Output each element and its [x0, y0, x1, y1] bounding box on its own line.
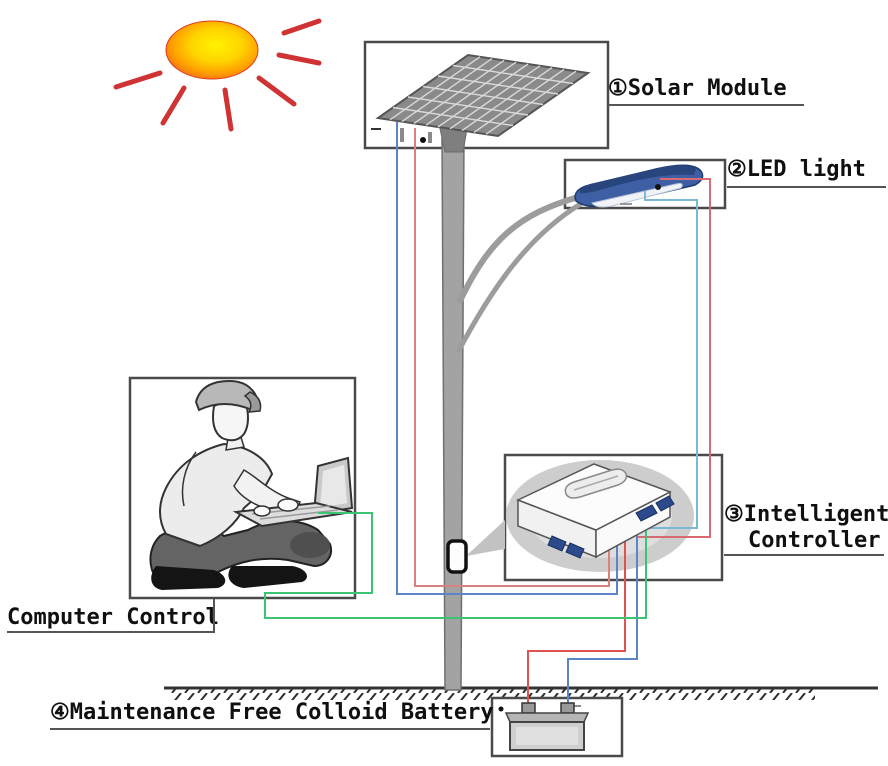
ground-line [164, 686, 878, 700]
shoe [151, 566, 226, 590]
controller-port [547, 535, 567, 552]
wire-computer-green [264, 512, 647, 619]
pole-access-door [446, 539, 468, 574]
computer-label-connector [213, 599, 215, 633]
intelligent-controller-label: ③Intelligent Controller [724, 502, 888, 556]
wire-solar-blue [396, 122, 618, 595]
controller-device [516, 463, 675, 559]
hand [253, 505, 271, 517]
wire-battery-red [527, 539, 626, 706]
cap [194, 380, 259, 412]
battery-terminal [560, 702, 575, 714]
shoe [228, 566, 307, 588]
lamp-terminal-dot [655, 184, 661, 190]
led-lamp [574, 164, 704, 208]
computer-control-label: Computer Control [7, 606, 219, 633]
led-light-label: ②LED light [727, 156, 886, 188]
battery-label: ④Maintenance Free Colloid Battery [50, 700, 494, 730]
solar-panel [371, 53, 591, 143]
controller-port [635, 504, 658, 522]
battery-terminal [521, 702, 536, 714]
hand [277, 498, 299, 512]
street-pole [435, 99, 473, 691]
wire-led-blue [644, 191, 698, 529]
wire-battery-blue [567, 533, 638, 706]
controller-port [565, 542, 585, 559]
solar-module-label: ①Solar Module [608, 76, 804, 106]
sun-icon [113, 18, 322, 132]
wire-solar-red [414, 128, 610, 587]
lamp-arm [455, 193, 584, 354]
head [212, 401, 249, 442]
controller-port [655, 495, 675, 512]
technician-illustration [149, 380, 354, 590]
wire-led-red [638, 178, 711, 538]
intelligent-controller-label-line2: Controller [748, 528, 881, 553]
intelligent-controller-label-line1: ③Intelligent [724, 502, 888, 527]
terminal-dot [420, 137, 426, 143]
battery [498, 702, 590, 751]
